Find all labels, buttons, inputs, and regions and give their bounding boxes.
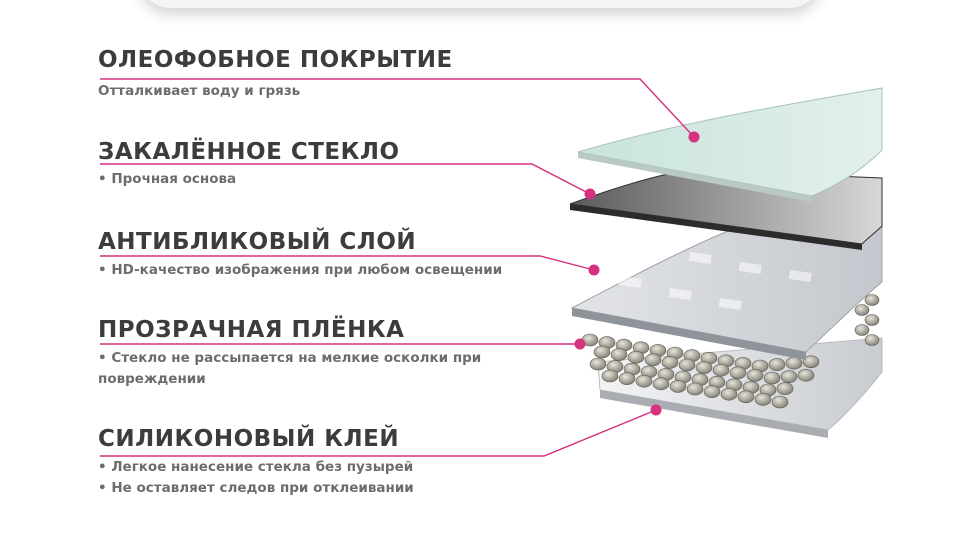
- texture-dot: [593, 345, 611, 359]
- layer-title: ЗАКАЛЁННОЕ СТЕКЛО: [98, 139, 400, 165]
- texture-dot: [627, 350, 645, 364]
- texture-dot: [686, 382, 704, 396]
- oleophobic-layer: [577, 87, 883, 202]
- clear-film-marker: [574, 338, 586, 350]
- layer-clear-film: ПРОЗРАЧНАЯ ПЛЁНКА • Стекло не рассыпаетс…: [98, 316, 528, 390]
- layer-oleophobic: ОЛЕОФОБНОЕ ПОКРЫТИЕ Отталкивает воду и г…: [98, 46, 453, 102]
- texture-dot: [746, 369, 764, 382]
- texture-dot: [864, 314, 880, 326]
- oleophobic-marker: [688, 131, 700, 143]
- texture-dot: [785, 356, 803, 370]
- layer-title: АНТИБЛИКОВЫЙ СЛОЙ: [98, 229, 417, 255]
- texture-dot: [601, 369, 619, 383]
- texture-dot: [635, 374, 653, 388]
- texture-dot: [780, 370, 798, 383]
- texture-dot: [864, 334, 880, 346]
- texture-dot: [763, 371, 781, 385]
- texture-dot: [678, 358, 696, 372]
- layer-desc: • Легкое нанесение стекла без пузырей: [98, 459, 414, 475]
- texture-dot: [771, 395, 789, 409]
- texture-dot: [618, 372, 636, 385]
- layer-silicone-glue: СИЛИКОНОВЫЙ КЛЕЙ • Легкое нанесение стек…: [98, 425, 414, 499]
- texture-dot: [864, 294, 880, 306]
- texture-dot: [737, 390, 755, 404]
- texture-dot: [610, 348, 628, 361]
- layer-tempered-glass: ЗАКАЛЁННОЕ СТЕКЛО • Прочная основа: [98, 138, 400, 190]
- texture-dot: [802, 355, 820, 369]
- silicone-glue-marker: [650, 404, 662, 416]
- leader-dots: [574, 131, 700, 416]
- texture-dot: [720, 387, 738, 401]
- layer-title: ПРОЗРАЧНАЯ ПЛЁНКА: [98, 317, 405, 343]
- texture-dot: [661, 356, 679, 369]
- layer-desc: • HD-качество изображения при любом осве…: [98, 262, 503, 278]
- texture-dot: [712, 363, 730, 377]
- layer-desc: Отталкивает воду и грязь: [98, 83, 301, 99]
- texture-dot: [797, 368, 815, 382]
- layer-anti-glare: АНТИБЛИКОВЫЙ СЛОЙ • HD-качество изображе…: [98, 228, 502, 281]
- tempered-glass-marker: [584, 188, 596, 200]
- texture-dot: [768, 358, 786, 371]
- layer-title: СИЛИКОНОВЫЙ КЛЕЙ: [98, 426, 400, 452]
- texture-dot: [652, 377, 670, 391]
- texture-dot: [729, 366, 747, 380]
- texture-dot: [644, 353, 662, 367]
- top-panel-edge: [140, 0, 820, 8]
- texture-dot: [669, 380, 687, 393]
- texture-dot: [854, 304, 870, 316]
- layer-desc: • Стекло не рассыпается на мелкие осколк…: [98, 350, 482, 387]
- anti-glare-marker: [588, 264, 600, 276]
- clear-film-dots-layer: [581, 284, 880, 409]
- texture-dot: [695, 361, 713, 374]
- layer-desc: • Не оставляет следов при отклеивании: [98, 480, 414, 496]
- layer-desc: • Прочная основа: [98, 171, 237, 187]
- texture-dot: [754, 393, 772, 406]
- leader-lines: [100, 78, 695, 457]
- texture-dot: [854, 324, 870, 336]
- texture-dot: [589, 357, 607, 371]
- texture-dot: [703, 385, 721, 398]
- texture-dot: [776, 382, 794, 395]
- layer-title: ОЛЕОФОБНОЕ ПОКРЫТИЕ: [98, 47, 453, 73]
